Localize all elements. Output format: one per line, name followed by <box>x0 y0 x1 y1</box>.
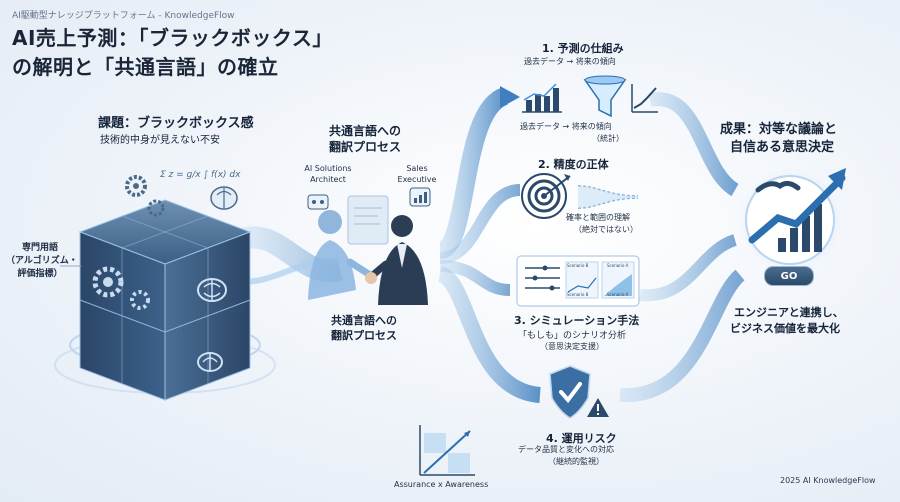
scenario-label: Scenario A <box>607 263 629 268</box>
step4-subtitle: データ品質と変化への対応 <box>518 445 614 454</box>
arrowhead <box>500 86 520 108</box>
success-growth-icon <box>738 168 846 272</box>
handshake-icon <box>365 272 377 284</box>
bar-chart-icon <box>522 83 562 113</box>
warning-icon <box>587 398 609 417</box>
funnel-icon <box>583 75 627 118</box>
footer-copyright: 2025 AI KnowledgeFlow <box>780 476 876 485</box>
role-ai-1: AI Solutions <box>304 164 352 173</box>
step2-title: 2. 精度の正体 <box>538 158 609 171</box>
result-heading-1: 成果：対等な議論と <box>720 122 838 137</box>
brain-icon <box>197 352 223 372</box>
step4-title: 4. 運用リスク <box>546 432 617 445</box>
black-box-cube <box>78 199 252 401</box>
jargon-label-3: 評価指標） <box>17 269 63 279</box>
role-ai-2: Architect <box>310 175 346 184</box>
role-sales-1: Sales <box>406 164 428 173</box>
formula-text: Σ z = g/x ∫ f(x) dx <box>160 170 241 180</box>
assurance-awareness-chart <box>419 425 475 476</box>
gear-icon <box>147 199 165 217</box>
translate-bottom-2: 翻訳プロセス <box>331 329 397 342</box>
flow-merge <box>639 234 738 302</box>
translate-top-2: 翻訳プロセス <box>328 140 401 154</box>
brain-icon <box>197 278 227 302</box>
step1-title: 1. 予測の仕組み <box>542 42 624 55</box>
step3-subtitle: 「もしも」のシナリオ分析 <box>518 331 627 341</box>
step3-title: 3. シミュレーション手法 <box>514 314 640 327</box>
result-heading-2: 自信ある意思決定 <box>730 140 835 155</box>
step4-subtitle-2: （継続的監視） <box>548 457 604 466</box>
flow-branch-step3 <box>439 260 511 296</box>
assurance-label: Assurance x Awareness <box>394 480 489 489</box>
scenario-label: Scenario B <box>567 263 589 268</box>
trend-chart-icon <box>631 84 658 113</box>
flow-merge <box>648 92 740 197</box>
jargon-label-2: （アルゴリズム・ <box>6 256 78 266</box>
shield-check-icon <box>549 365 591 419</box>
brain-icon <box>210 186 238 210</box>
brand-label: AI駆動型ナレッジプラットフォーム - KnowledgeFlow <box>12 11 235 21</box>
gear-icon <box>125 175 147 197</box>
result-subtitle-2: ビジネス価値を最大化 <box>730 322 840 335</box>
robot-head-icon <box>307 194 329 210</box>
step1-caption: 過去データ → 将来の傾向 <box>520 122 612 131</box>
translate-top-1: 共通言語への <box>328 124 401 138</box>
problem-subtitle: 技術的中身が見えない不安 <box>100 135 220 146</box>
scenario-label: Scenario A <box>607 292 629 297</box>
flow-branch-step4 <box>436 266 542 403</box>
gear-icon <box>130 290 150 310</box>
chart-up-icon <box>409 187 431 207</box>
range-band-icon <box>577 185 639 209</box>
step3-subtitle-2: （意思決定支援） <box>540 342 604 351</box>
role-sales-2: Executive <box>397 175 437 184</box>
scenario-label: Scenario B <box>567 292 589 297</box>
translate-bottom-1: 共通言語への <box>331 314 397 327</box>
page-title-line1: AI売上予測：「ブラックボックス」 <box>12 26 333 50</box>
step1-subtitle: 過去データ → 将来の傾向 <box>524 57 616 66</box>
problem-heading: 課題：ブラックボックス感 <box>98 116 254 131</box>
flow-branch-step1 <box>437 87 510 259</box>
target-icon <box>521 173 571 219</box>
jargon-label-1: 専門用語 <box>21 243 58 253</box>
sales-executive-figure <box>366 215 428 305</box>
go-button[interactable]: GO <box>764 266 814 286</box>
scenario-dashboard <box>516 255 640 307</box>
page-title-line2: の解明と「共通言語」の確立 <box>12 55 279 79</box>
step1-caption-2: （統計） <box>592 134 624 143</box>
flow-branch-step2 <box>439 184 521 264</box>
flow-merge <box>619 269 745 403</box>
presentation-screen <box>347 195 389 245</box>
result-subtitle-1: エンジニアと連携し、 <box>734 306 844 319</box>
handshake-icon <box>755 180 801 193</box>
step2-subtitle-2: （絶対ではない） <box>574 225 638 234</box>
step2-subtitle: 確率と範囲の理解 <box>566 213 630 222</box>
gear-icon <box>92 266 124 298</box>
